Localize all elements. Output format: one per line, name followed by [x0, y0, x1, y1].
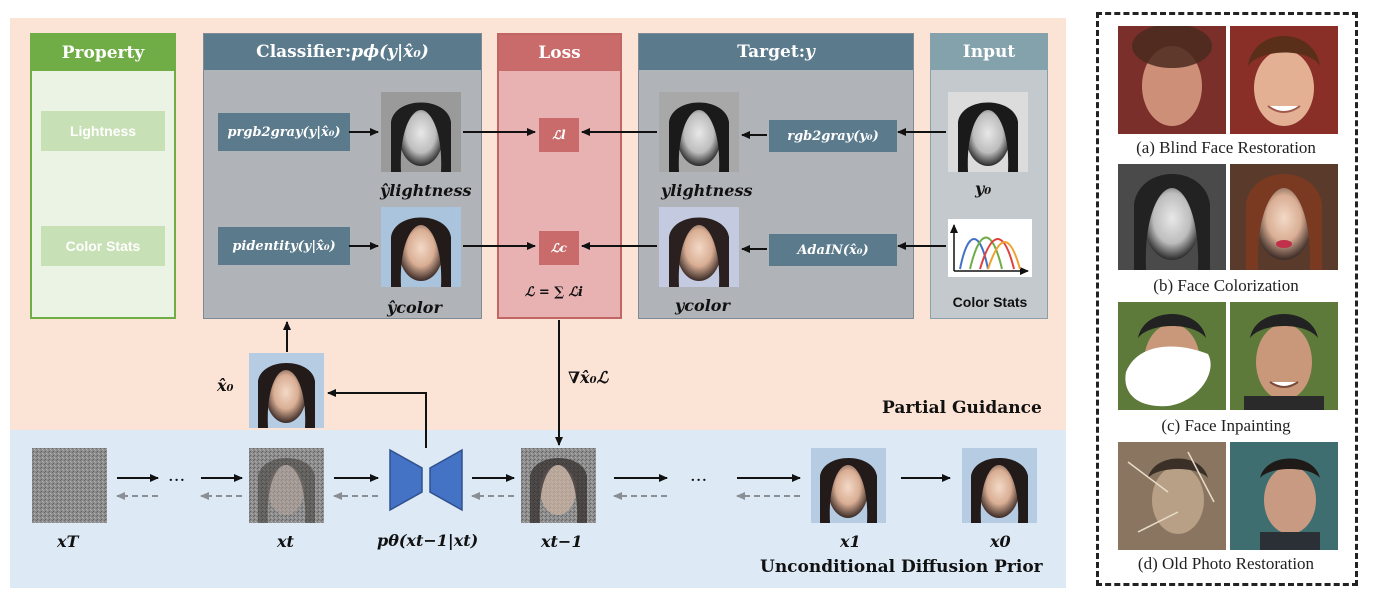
target-title-text: Target:: [737, 42, 805, 62]
face-x0-hat: [249, 353, 324, 428]
node-label-x1: x1: [840, 532, 861, 551]
face-gray-target: [659, 92, 739, 172]
caption-b: (b) Face Colorization: [1153, 276, 1299, 295]
partial-guidance-label: Partial Guidance: [882, 398, 1042, 418]
gradient-label: ∇x̂₀ℒ: [568, 368, 609, 387]
property-color-stats: Color Stats: [41, 226, 165, 266]
face-color-target: [659, 207, 739, 287]
node-label-xt-1: xt−1: [541, 532, 583, 551]
loss-panel: Loss ℒl ℒc ℒ = ∑ ℒi: [497, 33, 622, 319]
node-label-xT: xT: [57, 532, 79, 551]
masked-face-c: [1118, 302, 1226, 410]
caption-a: (a) Blind Face Restoration: [1136, 138, 1316, 157]
target-title: Target: y: [639, 34, 913, 70]
classifier-title: Classifier: pϕ(y|x̂₀): [204, 34, 481, 70]
restored-photo-d: [1230, 442, 1338, 550]
y0-label: y₀: [975, 179, 992, 198]
caption-d: (d) Old Photo Restoration: [1137, 554, 1315, 573]
classifier-title-math: pϕ(y|x̂₀): [351, 42, 429, 62]
y-hat-color-label: ŷcolor: [387, 298, 442, 317]
unet-icon: [389, 448, 463, 512]
input-panel: Input y₀ Color Stats: [930, 33, 1048, 319]
colorized-face-b: [1230, 164, 1338, 270]
loss-lightness-box: ℒl: [539, 118, 579, 152]
property-lightness: Lightness: [41, 111, 165, 151]
face-color-classifier: [381, 207, 461, 287]
applications-box: [1096, 12, 1358, 586]
target-title-math: y: [804, 42, 815, 62]
ellipsis-1: ···: [168, 470, 186, 491]
property-title: Property: [32, 35, 174, 71]
loss-title: Loss: [499, 35, 620, 71]
diffusion-prior-label: Unconditional Diffusion Prior: [760, 557, 1043, 577]
noisy-face-xt-1: [521, 448, 596, 523]
node-label-xt: xt: [277, 532, 294, 551]
inpainted-face-c: [1230, 302, 1338, 410]
face-x1: [811, 448, 886, 523]
noisy-face-xt: [249, 448, 324, 523]
identity-classifier-op: pidentity(y|x̂₀): [218, 227, 350, 265]
face-input-y0: [948, 92, 1028, 172]
y-hat-lightness-label: ŷlightness: [380, 181, 472, 200]
loss-color-box: ℒc: [539, 231, 579, 265]
ellipsis-2: ···: [690, 470, 708, 491]
rgb2gray-classifier-op: prgb2gray(y|x̂₀): [218, 113, 350, 151]
color-stats-plot: [948, 219, 1032, 277]
property-panel: Property Lightness Color Stats: [30, 33, 176, 319]
noise-xT: [32, 448, 107, 523]
blurry-face-a: [1118, 26, 1226, 134]
face-gray-classifier: [381, 92, 461, 172]
color-stats-curves-icon: [950, 224, 1029, 275]
classifier-panel: Classifier: pϕ(y|x̂₀) prgb2gray(y|x̂₀) p…: [203, 33, 482, 319]
y-lightness-label: ylightness: [661, 181, 753, 200]
arrow-unet-to-x0hat: [327, 389, 427, 448]
node-label-x0: x0: [990, 532, 1011, 551]
adain-target-op: AdaIN(x̂₀): [769, 234, 897, 266]
loss-formula: ℒ = ∑ ℒi: [525, 285, 583, 300]
y-color-label: ycolor: [675, 296, 730, 315]
input-title: Input: [931, 34, 1047, 70]
model-label: pθ(xt−1|xt): [377, 531, 479, 550]
color-stats-label: Color Stats: [952, 294, 1028, 310]
classifier-title-text: Classifier:: [256, 42, 352, 62]
rgb2gray-target-op: rgb2gray(y₀): [769, 120, 897, 152]
caption-c: (c) Face Inpainting: [1161, 416, 1291, 435]
face-x0: [962, 448, 1037, 523]
gray-face-b: [1118, 164, 1226, 270]
old-photo-d: [1118, 442, 1226, 550]
restored-face-a: [1230, 26, 1338, 134]
x0-hat-label: x̂₀: [217, 376, 234, 395]
